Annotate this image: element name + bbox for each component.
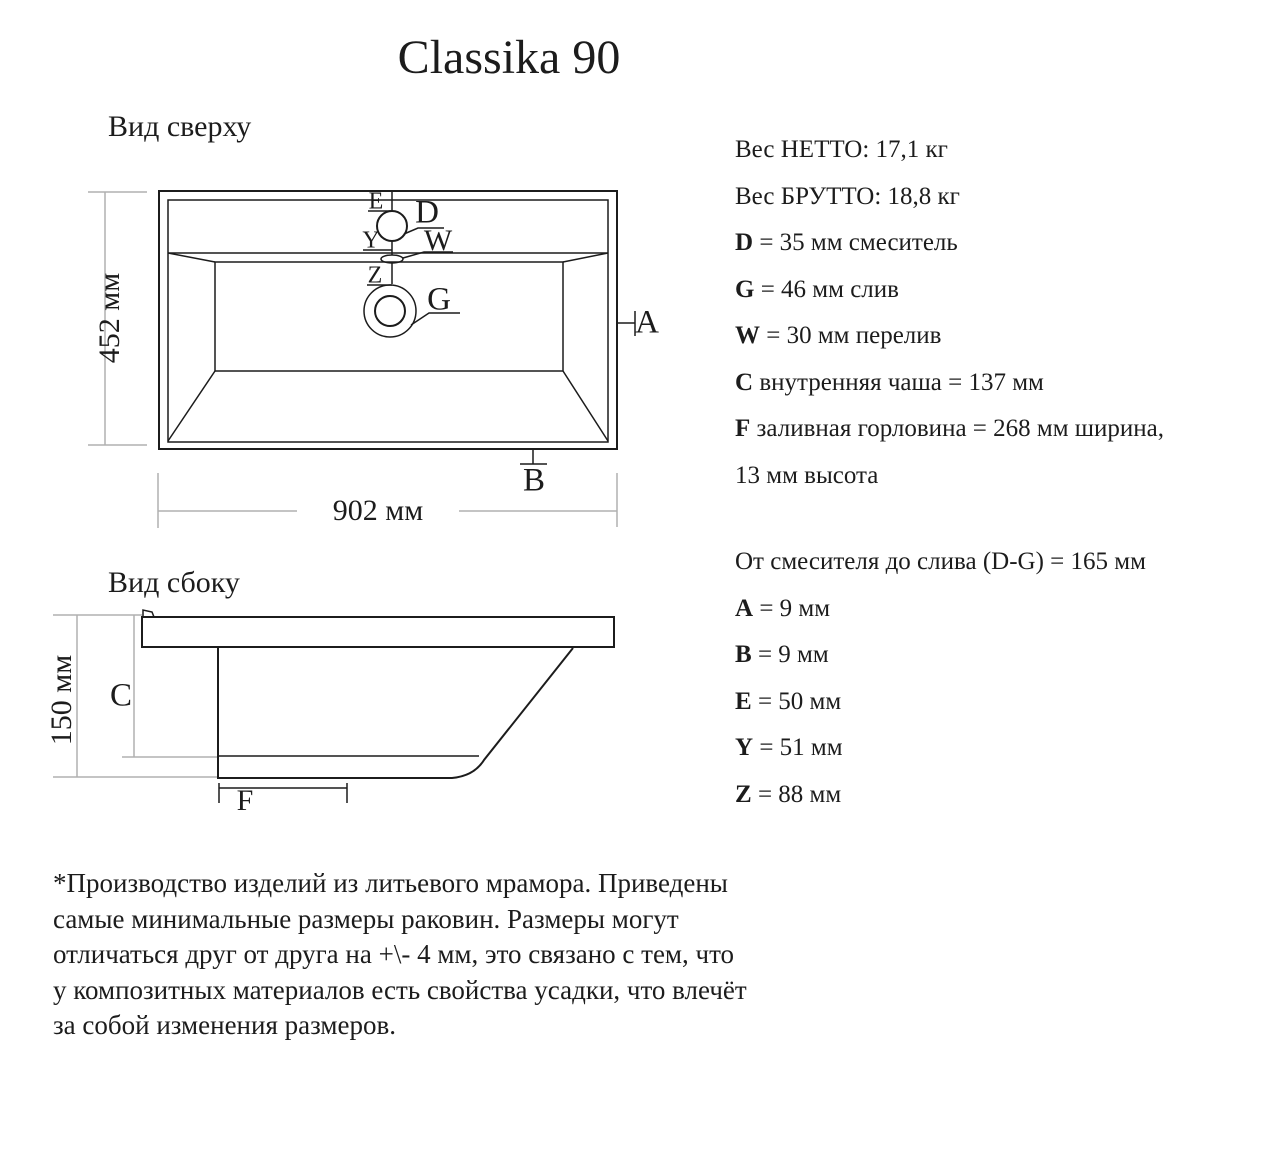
overflow-hole bbox=[380, 254, 404, 264]
label-y: Y bbox=[362, 227, 380, 254]
note-line: за собой изменения размеров. bbox=[53, 1010, 396, 1040]
spec-key: A bbox=[735, 594, 754, 622]
top-view-drawing bbox=[158, 190, 636, 465]
spec-line: E = 50 мм bbox=[735, 679, 1146, 726]
spec-key: Z bbox=[735, 780, 752, 808]
spec-line: C внутренняя чаша = 137 мм bbox=[735, 360, 1164, 407]
spec-line: F заливная горловина = 268 мм ширина, bbox=[735, 406, 1164, 453]
spec-line: Вес БРУТТО: 18,8 кг bbox=[735, 174, 1164, 221]
label-w-leader bbox=[402, 251, 453, 259]
dim-902-line bbox=[157, 473, 618, 528]
top-view-title: Вид сверху bbox=[108, 110, 252, 143]
label-d: D bbox=[415, 194, 439, 231]
spec-line: W = 30 мм перелив bbox=[735, 313, 1164, 360]
spec-value: = 30 мм перелив bbox=[760, 322, 942, 349]
note-line: отличаться друг от друга на +\- 4 мм, эт… bbox=[53, 939, 735, 969]
spec-value: = 35 мм смеситель bbox=[753, 229, 958, 256]
spec-line: От смесителя до слива (D-G) = 165 мм bbox=[735, 539, 1146, 586]
label-d-leader bbox=[403, 227, 444, 235]
spec-value: = 46 мм слив bbox=[754, 275, 899, 303]
top-view-dimension-lines bbox=[88, 191, 618, 528]
spec-key: W bbox=[735, 322, 760, 349]
spec-line: A = 9 мм bbox=[735, 586, 1146, 633]
spec-line: Y = 51 мм bbox=[735, 725, 1146, 772]
spec-value: Вес НЕТТО: 17,1 кг bbox=[735, 136, 948, 163]
label-f: F bbox=[236, 784, 254, 817]
spec-key: G bbox=[735, 275, 755, 303]
spec-value: = 9 мм bbox=[751, 641, 829, 668]
label-a-tick bbox=[617, 311, 636, 336]
basin-bottom-outline bbox=[214, 261, 564, 372]
spec-value: От смесителя до слива (D-G) = 165 мм bbox=[735, 548, 1146, 575]
dim-label-452: 452 мм bbox=[93, 272, 126, 364]
label-c: C bbox=[109, 677, 133, 714]
spec-value: 13 мм высота bbox=[735, 461, 879, 489]
side-view-dimension-lines bbox=[53, 614, 217, 778]
side-view-title: Вид сбоку bbox=[108, 566, 240, 599]
drain-hole-outer bbox=[363, 284, 417, 338]
faucet-hole bbox=[376, 210, 408, 242]
spec-key: F bbox=[735, 415, 751, 442]
label-w: W bbox=[423, 224, 453, 257]
spec-key: Y bbox=[735, 734, 754, 761]
dim-452-line bbox=[88, 191, 147, 446]
note-line: самые минимальные размеры раковин. Разме… bbox=[53, 903, 679, 934]
drain-hole-inner bbox=[374, 295, 406, 327]
sink-outer-outline bbox=[158, 190, 618, 450]
label-e: E bbox=[368, 188, 384, 215]
label-a: A bbox=[635, 304, 659, 341]
label-b-tick bbox=[520, 450, 547, 465]
spec-line: G = 46 мм слив bbox=[735, 267, 1164, 314]
dim-150-line bbox=[53, 614, 217, 778]
spec-block-weights-holes: Вес НЕТТО: 17,1 кг Вес БРУТТО: 18,8 кг D… bbox=[735, 127, 1164, 499]
spec-value: = 9 мм bbox=[753, 594, 831, 622]
dim-c-line bbox=[122, 615, 217, 758]
sink-inner-outline bbox=[167, 199, 609, 443]
spec-value: внутренняя чаша = 137 мм bbox=[753, 368, 1044, 396]
spec-value: = 50 мм bbox=[751, 687, 842, 715]
note-line: *Производство изделий из литьевого мрамо… bbox=[53, 868, 728, 898]
slab-notch bbox=[142, 609, 155, 618]
label-z: Z bbox=[367, 262, 383, 289]
spec-value: заливная горловина = 268 мм ширина, bbox=[750, 415, 1165, 442]
page-title: Classika 90 bbox=[397, 31, 621, 84]
spec-line: D = 35 мм смеситель bbox=[735, 220, 1164, 267]
spec-key: D bbox=[735, 229, 754, 256]
label-b: B bbox=[522, 462, 546, 499]
label-g-leader bbox=[410, 312, 460, 326]
note-line: у композитных материалов есть свойства у… bbox=[53, 974, 747, 1005]
spec-line: Вес НЕТТО: 17,1 кг bbox=[735, 127, 1164, 174]
spec-key: B bbox=[735, 641, 752, 668]
spec-value: = 88 мм bbox=[751, 780, 842, 808]
basin-corner-lines bbox=[167, 252, 609, 442]
counter-slab-outline bbox=[141, 616, 615, 648]
dim-label-902: 902 мм bbox=[332, 494, 424, 527]
spec-value: = 51 мм bbox=[753, 734, 843, 761]
side-view-drawing bbox=[141, 609, 615, 803]
spec-key: E bbox=[735, 687, 752, 715]
spec-line: Z = 88 мм bbox=[735, 772, 1146, 819]
spec-key: C bbox=[735, 368, 754, 396]
label-g: G bbox=[427, 281, 451, 318]
footnote: *Производство изделий из литьевого мрамо… bbox=[53, 866, 747, 1044]
basin-profile bbox=[217, 647, 574, 779]
dim-f-line bbox=[218, 783, 348, 803]
spec-value: Вес БРУТТО: 18,8 кг bbox=[735, 182, 960, 210]
spec-line: B = 9 мм bbox=[735, 632, 1146, 679]
spec-line: 13 мм высота bbox=[735, 453, 1164, 500]
spec-block-distances: От смесителя до слива (D-G) = 165 мм A =… bbox=[735, 539, 1146, 818]
dim-label-150: 150 мм bbox=[45, 654, 78, 746]
